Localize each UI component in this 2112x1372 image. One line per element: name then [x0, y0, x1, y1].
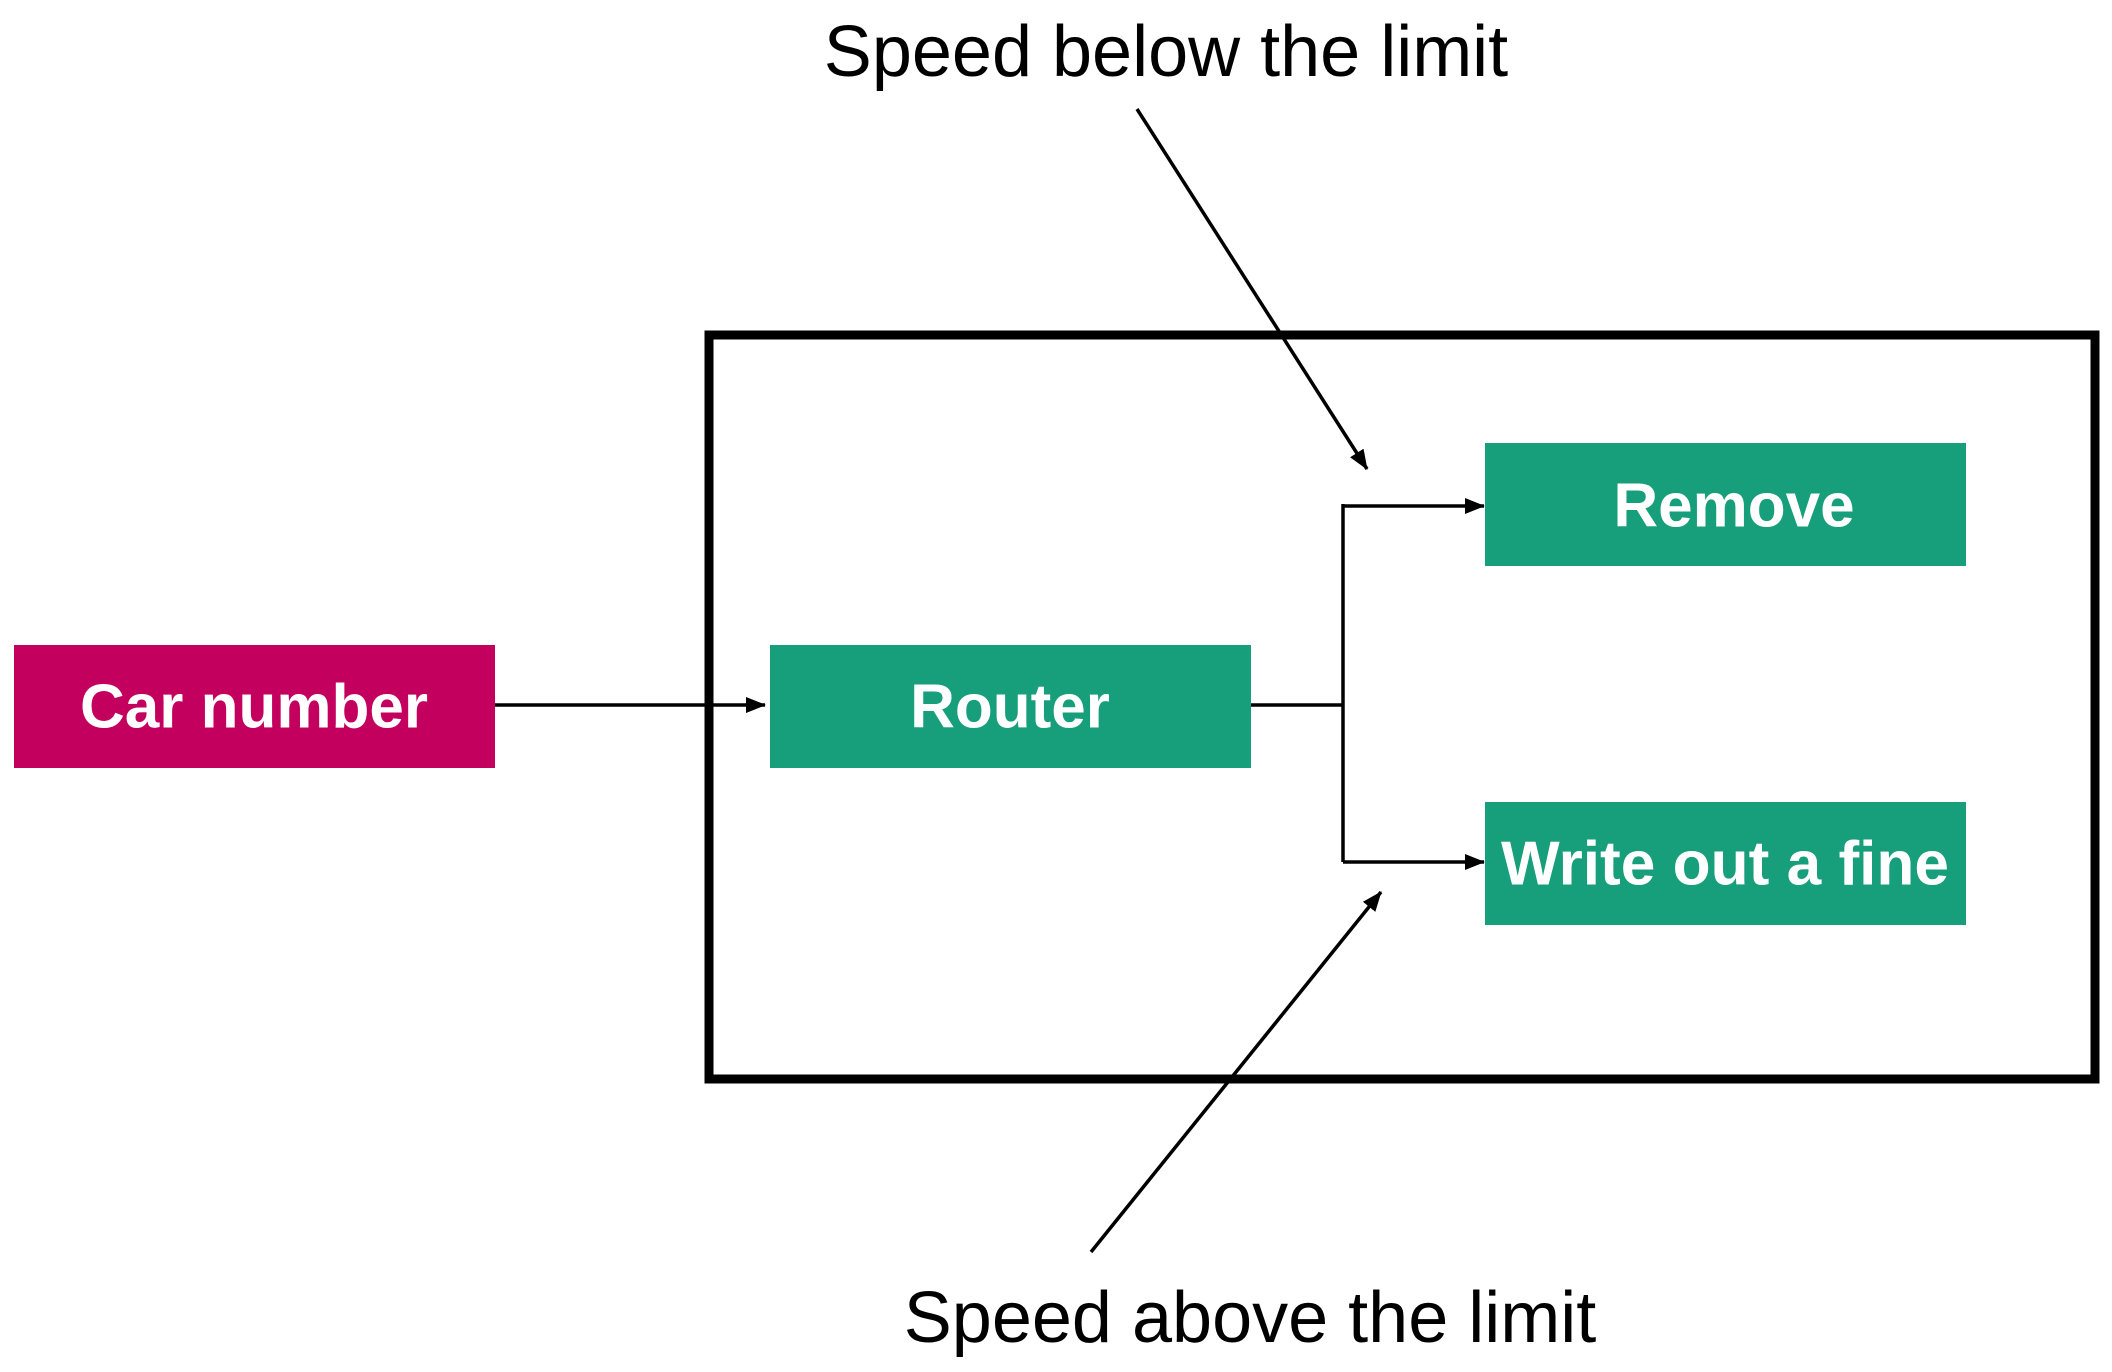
node-remove: Remove: [1485, 443, 1966, 566]
annotation-above-limit: Speed above the limit: [904, 1278, 1596, 1358]
node-car-number: Car number: [14, 645, 495, 768]
system-boundary: [704, 330, 2100, 1084]
node-remove-label: Remove: [1613, 472, 1854, 541]
pointer-below-limit: [1135, 108, 1369, 470]
annotation-below-limit: Speed below the limit: [824, 12, 1508, 92]
node-write-fine-box: [1485, 802, 1966, 925]
pointer-above-limit: [1089, 890, 1383, 1254]
node-router-box: [770, 645, 1251, 768]
node-remove-box: [1485, 443, 1966, 566]
node-car-number-label: Car number: [80, 673, 428, 742]
node-car-number-box: [14, 645, 495, 768]
node-router: Router: [770, 645, 1251, 768]
node-write-fine-label: Write out a fine: [1501, 830, 1949, 899]
node-router-label: Router: [910, 673, 1110, 742]
node-write-fine: Write out a fine: [1485, 802, 1966, 925]
